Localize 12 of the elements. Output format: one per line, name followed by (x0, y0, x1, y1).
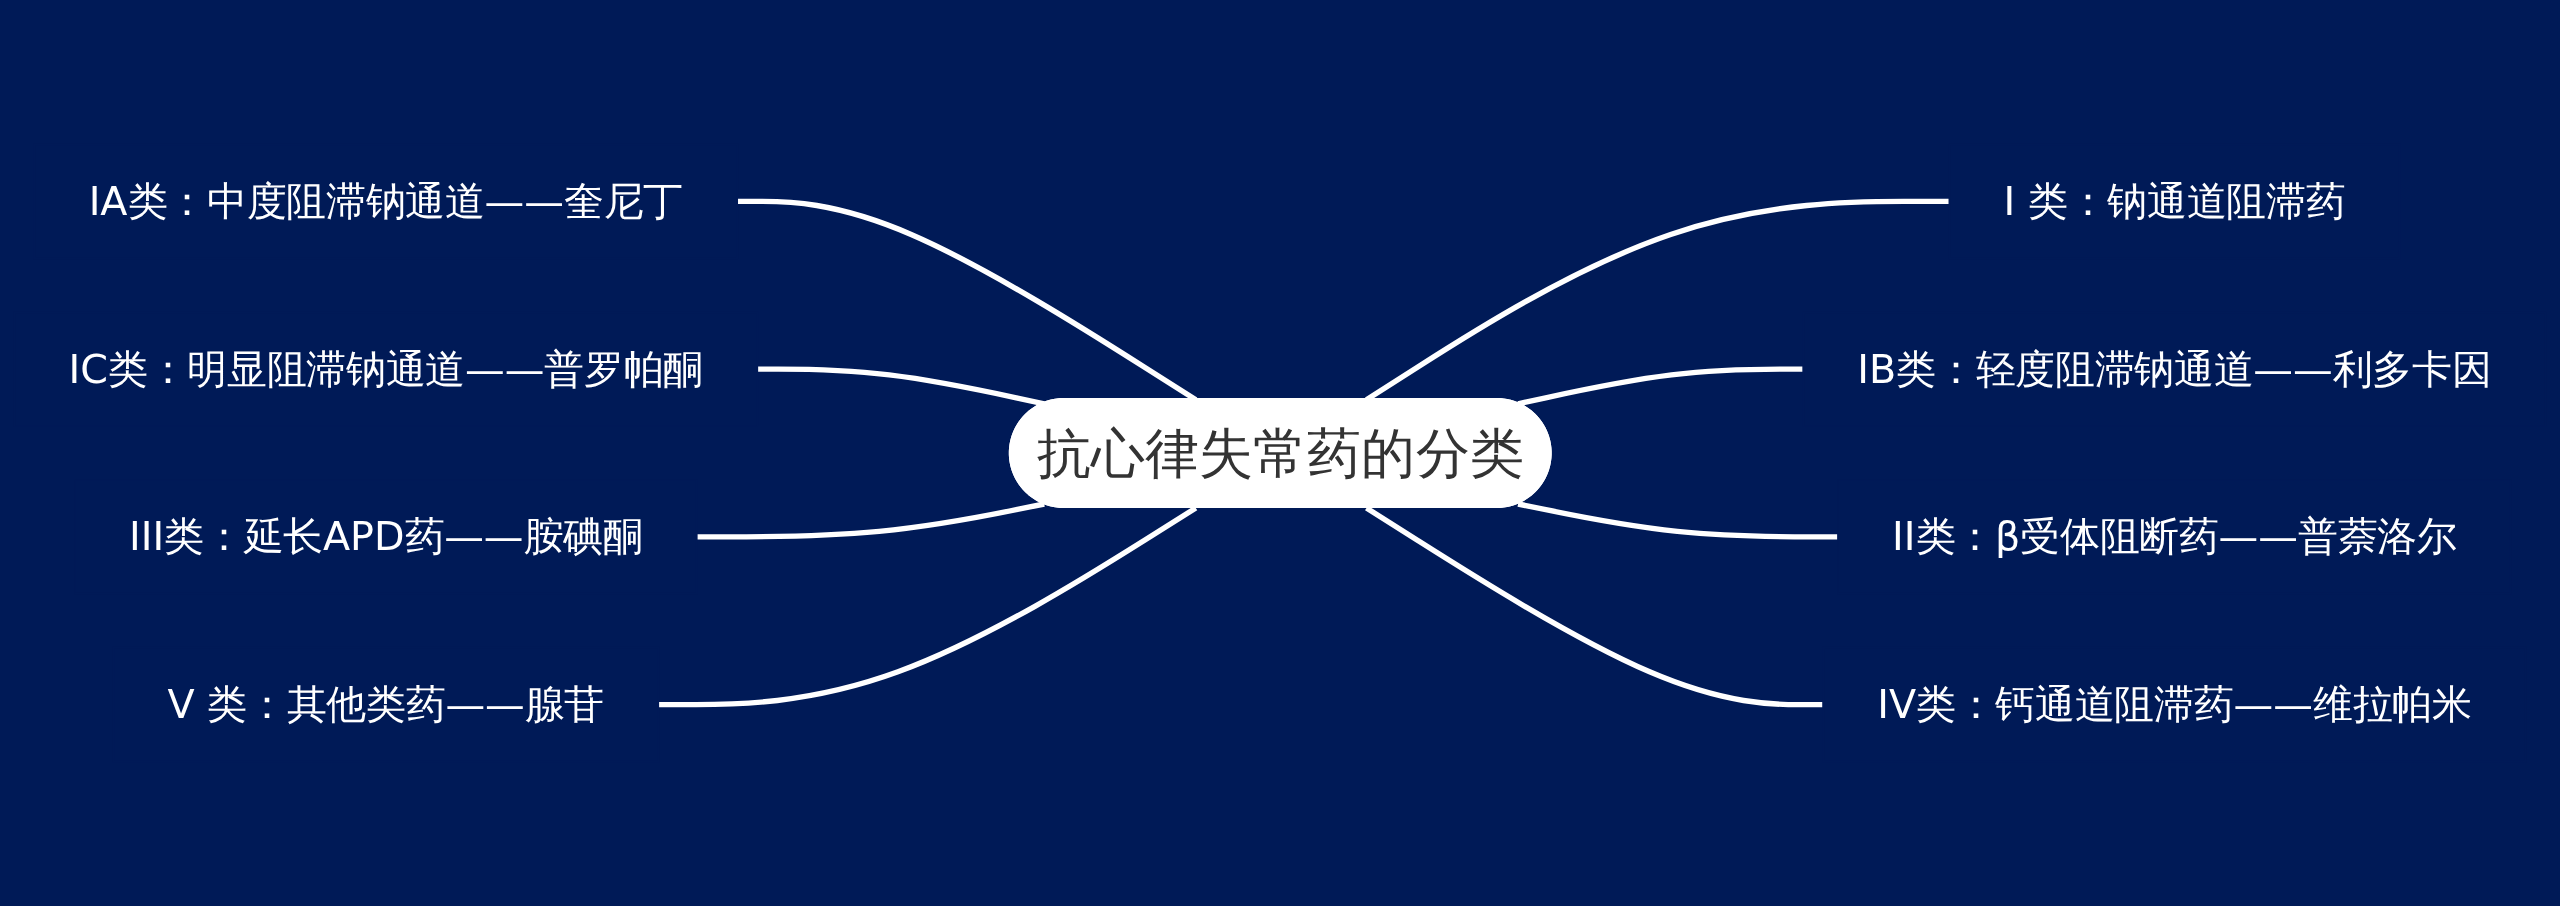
connector (1517, 501, 1838, 540)
node-text: III类：延长APD药——胺碘酮 (129, 514, 643, 560)
node-text: V 类：其他类药——腺苷 (167, 682, 605, 728)
node-text: IV类：钙通道阻滞药——维拉帕米 (1877, 682, 2472, 728)
node-text: IC类：明显阻滞钠通道——普罗帕酮 (68, 346, 704, 392)
node-text: I 类：钠通道阻滞药 (2003, 178, 2346, 224)
node-text: II类：β受体阻断药——普萘洛尔 (1892, 514, 2457, 560)
node-text: IB类：轻度阻滞钠通道——利多卡因 (1857, 346, 2492, 392)
node-text: IA类：中度阻滞钠通道——奎尼丁 (88, 178, 684, 224)
connector (696, 501, 1045, 540)
connector (1517, 366, 1804, 407)
connector (757, 366, 1045, 407)
